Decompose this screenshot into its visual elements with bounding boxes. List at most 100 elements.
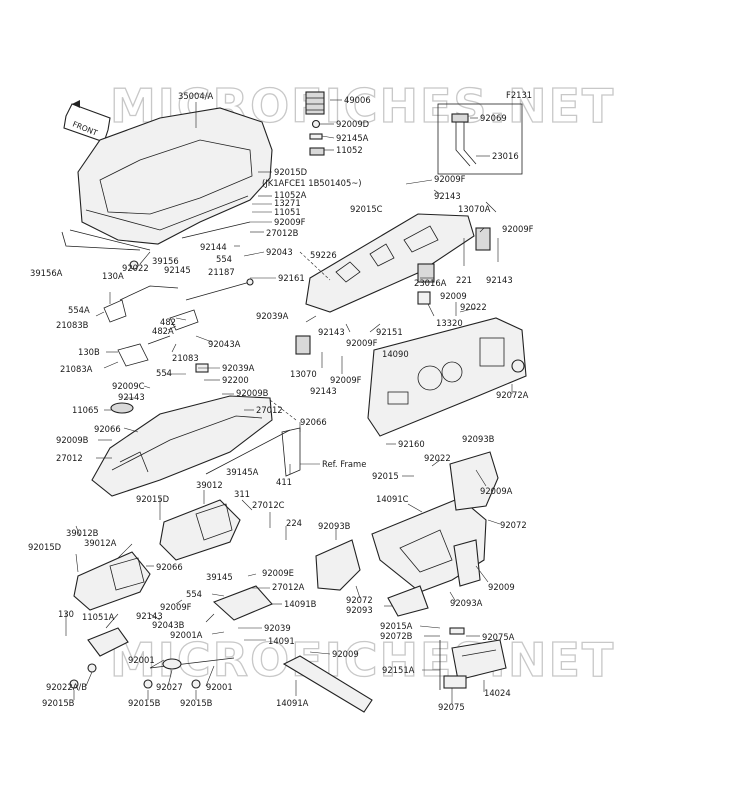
label-92066-c: 92066: [156, 562, 183, 572]
label-92015b-c: 92015B: [180, 698, 213, 708]
label-39156a: 39156A: [30, 268, 63, 278]
label-11051a: 11051A: [82, 612, 115, 622]
label-554-b: 554: [156, 368, 172, 378]
label-92001-b: 92001: [206, 682, 233, 692]
label-39012: 39012: [196, 480, 223, 490]
grommet-92072a: [511, 359, 525, 373]
label-14090: 14090: [382, 349, 409, 359]
label-92015a: 92015A: [380, 621, 413, 631]
label-13070a: 13070A: [458, 204, 491, 214]
label-39012b: 39012B: [66, 528, 99, 538]
nut-92015b-c: [191, 679, 201, 689]
label-92009b-b: 92009B: [56, 435, 89, 445]
label-92015d-a: 92015D: [274, 167, 307, 177]
label-92009e: 92009E: [262, 568, 294, 578]
pad-92075a: [449, 627, 465, 635]
label-21083a: 21083A: [60, 364, 93, 374]
washer-92022ab: [87, 663, 97, 673]
label-92009f-a: 92009F: [274, 217, 306, 227]
cargo-cover-part: [69, 107, 273, 251]
switch-23016a: [417, 263, 435, 283]
ref-frame-label: Ref. Frame: [322, 459, 366, 469]
nut-92015b-a: [69, 679, 79, 689]
label-554a: 554A: [68, 305, 90, 315]
rod-39145a: [205, 429, 291, 475]
label-92143-b: 92143: [486, 275, 513, 285]
frame-ref: [281, 427, 301, 477]
battery-14024: [443, 639, 507, 689]
label-92009f-e: 92009F: [330, 375, 362, 385]
label-130: 130: [58, 609, 74, 619]
label-92043b: 92043B: [152, 620, 185, 630]
cable-21187: [185, 281, 251, 301]
label-92015d-b: 92015D: [136, 494, 169, 504]
label-92066-b: 92066: [300, 417, 327, 427]
label-92143-e: 92143: [118, 392, 145, 402]
label-27012c: 27012C: [252, 500, 285, 510]
bracket-14091a: [282, 655, 373, 713]
label-92015b-b: 92015B: [128, 698, 161, 708]
rod-39156a: [61, 231, 141, 251]
label-130b: 130B: [78, 347, 100, 357]
part-labels: 35004/A 49006 92009D 92145A 11052 92069 …: [28, 91, 534, 712]
bin-39012: [159, 499, 241, 561]
front-arrow-icon: FRONT: [63, 100, 111, 143]
label-92015b-a: 92015B: [42, 698, 75, 708]
label-92009-c: 92009: [332, 649, 359, 659]
label-35004a: 35004/A: [178, 91, 213, 101]
label-39145: 39145: [206, 572, 233, 582]
bolt-92009d: [311, 119, 321, 129]
label-13070: 13070: [290, 369, 317, 379]
rod-27012b: [181, 221, 251, 239]
label-11052a: 11052A: [274, 190, 307, 200]
clip-13320: [417, 291, 431, 305]
label-39145a: 39145A: [226, 467, 259, 477]
label-23016a: 23016A: [414, 278, 447, 288]
label-92022ab: 92022A/B: [46, 682, 87, 692]
label-92009f-d: 92009F: [346, 338, 378, 348]
label-92015: 92015: [372, 471, 399, 481]
label-92143-c: 92143: [318, 327, 345, 337]
spacer-92027: [162, 658, 182, 670]
bracket-11051a: [87, 627, 129, 657]
serial-note: (JK1AFCE1 1B501405~): [262, 178, 362, 188]
label-92039a-a: 92039A: [256, 311, 289, 321]
clip-92145a: [309, 133, 323, 140]
grommet-11052: [309, 147, 325, 156]
label-92075: 92075: [438, 702, 465, 712]
label-92043a: 92043A: [208, 339, 241, 349]
bracket-92093a: [453, 539, 481, 587]
label-92072a: 92072A: [496, 390, 529, 400]
label-92022-b: 92022: [460, 302, 487, 312]
bracket-92093b-right: [449, 451, 499, 511]
label-92009-b: 92009: [488, 582, 515, 592]
label-14091: 14091: [268, 636, 295, 646]
dash-panel-14090: [367, 317, 527, 437]
label-92145: 92145: [164, 265, 191, 275]
label-92143-a: 92143: [434, 191, 461, 201]
harness-part: [451, 113, 477, 167]
label-92009f-c: 92009F: [502, 224, 534, 234]
nut-92015b-b: [143, 679, 153, 689]
label-11065: 11065: [72, 405, 99, 415]
label-27012-b: 27012: [56, 453, 83, 463]
label-92200: 92200: [222, 375, 249, 385]
bracket-21083-part: [103, 299, 199, 367]
label-92009-a: 92009: [440, 291, 467, 301]
label-13271: 13271: [274, 198, 301, 208]
label-92009f-f: 92009F: [160, 602, 192, 612]
label-14024: 14024: [484, 688, 511, 698]
label-311: 311: [234, 489, 250, 499]
seal-11065: [110, 402, 134, 414]
label-92072-a: 92072: [500, 520, 527, 530]
label-92022-c: 92022: [424, 453, 451, 463]
label-92093: 92093: [346, 605, 373, 615]
label-11051: 11051: [274, 207, 301, 217]
upper-panel-59226: [305, 213, 475, 313]
label-92161: 92161: [278, 273, 305, 283]
label-92009f-b: 92009F: [434, 174, 466, 184]
label-92093a: 92093A: [450, 598, 483, 608]
label-27012b: 27012B: [266, 228, 299, 238]
label-221: 221: [456, 275, 472, 285]
label-92009a: 92009A: [480, 486, 513, 496]
